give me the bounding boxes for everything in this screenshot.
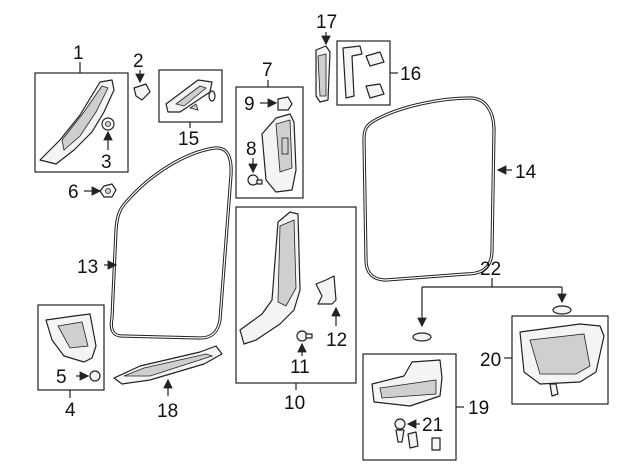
callout-13: 13 [77,257,98,278]
part-18-scuff-plate[interactable] [113,345,223,396]
callout-12: 12 [326,330,347,351]
callout-15: 15 [178,129,199,150]
callout-17: 17 [316,12,337,33]
callout-16: 16 [400,64,421,85]
part-2-clip[interactable] [133,70,151,101]
part-7-pillar-upper-trim[interactable] [235,80,304,199]
callout-9: 9 [244,94,255,115]
callout-5: 5 [56,367,67,388]
callout-4: 4 [65,400,76,421]
callout-7: 7 [262,60,273,81]
part-1-pillar-trim[interactable] [34,62,129,173]
part-12-bracket[interactable] [315,275,341,326]
part-13-weatherstrip[interactable] [104,146,233,340]
callout-3: 3 [101,152,112,173]
part-20-quarter-trim[interactable] [504,315,609,405]
callout-8: 8 [246,139,257,160]
part-6-clip[interactable] [84,183,117,198]
callout-14: 14 [515,162,537,183]
part-17-bracket[interactable] [315,32,331,103]
part-5-screw[interactable] [76,370,101,382]
part-11-screw[interactable] [296,330,313,356]
callout-18: 18 [157,401,178,422]
part-8-screw[interactable] [247,158,263,186]
callout-11: 11 [290,357,310,378]
part-4-cowl-trim[interactable] [37,304,105,398]
part-10-pillar-lower-trim[interactable] [235,206,357,390]
callout-1: 1 [73,43,84,64]
callout-19: 19 [468,398,489,419]
part-14-weatherstrip[interactable] [362,96,512,282]
part-3-clip[interactable] [101,117,115,150]
callout-20: 20 [480,350,501,371]
part-22-plug[interactable] [412,278,572,342]
callout-10: 10 [284,393,305,414]
part-9-clip[interactable] [260,96,293,111]
callout-21: 21 [422,415,443,436]
callout-22: 22 [480,259,501,280]
part-15-grab-handle[interactable] [158,69,223,128]
callout-6: 6 [68,182,79,203]
part-16-assist-grip[interactable] [336,40,398,106]
callout-2: 2 [133,51,144,72]
part-21-clip[interactable] [394,418,441,451]
part-19-trim-panel[interactable] [362,353,464,461]
